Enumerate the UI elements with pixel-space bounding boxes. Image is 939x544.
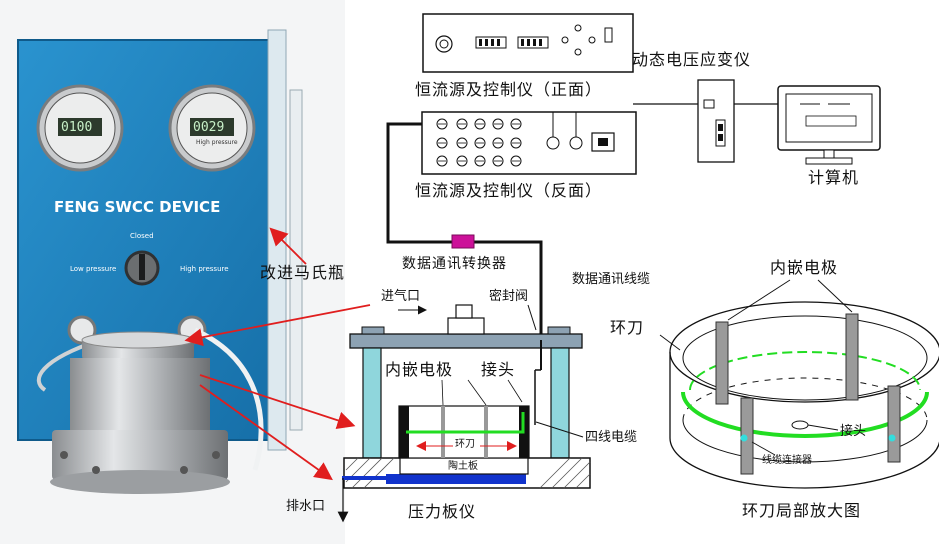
- computer-icon: [777, 85, 881, 165]
- pressure-chamber: [50, 331, 230, 494]
- mariotte-bottle-label: 改进马氏瓶: [260, 263, 346, 282]
- ring-embedded-electrode-label: 内嵌电极: [770, 258, 839, 277]
- computer-label: 计算机: [808, 168, 860, 187]
- cable-connector-label: 线缆连接器: [762, 455, 812, 466]
- four-wire-cable-label: 四线电缆: [585, 430, 638, 445]
- right-pressure-gauge: [168, 84, 256, 172]
- ring-zoom-label: 环刀局部放大图: [742, 501, 862, 520]
- closed-label: Closed: [130, 232, 154, 240]
- ceramic-plate-label: 陶土板: [448, 461, 478, 472]
- embedded-electrode-label: 内嵌电极: [385, 360, 454, 379]
- ring-knife-zoom: [659, 279, 939, 489]
- controller-back-panel: [421, 111, 637, 175]
- air-inlet-label: 进气口: [381, 289, 421, 304]
- data-cable-label: 数据通讯线缆: [572, 272, 651, 287]
- right-gauge-label: High pressure: [196, 139, 238, 146]
- dynamic-strain-instrument: [422, 13, 634, 73]
- left-pressure-gauge: [36, 84, 124, 172]
- callout-arrows: [184, 227, 371, 481]
- selector-knob: [124, 250, 160, 286]
- mariotte-tube: [267, 29, 287, 451]
- converter-label: 数据通讯转换器: [402, 256, 507, 272]
- connector-label: 接头: [481, 360, 516, 379]
- device-brand: FENG SWCC DEVICE: [54, 198, 221, 216]
- instrument-title: 动态电压应变仪: [632, 50, 752, 69]
- right-gauge-value: 0029: [193, 120, 225, 135]
- controller-front-label: 恒流源及控制仪（正面）: [415, 80, 603, 99]
- swcc-device-photo: [0, 0, 345, 544]
- ring-connector-label: 接头: [840, 424, 867, 439]
- seal-valve-label: 密封阀: [489, 289, 529, 304]
- drain-label: 排水口: [286, 499, 326, 514]
- high-pressure-label: High pressure: [180, 265, 229, 273]
- ring-knife-title: 环刀: [610, 318, 645, 337]
- controller-back-label: 恒流源及控制仪（反面）: [415, 181, 603, 200]
- converter-box: [451, 234, 475, 249]
- ring-knife-inner-label: 环刀: [453, 439, 477, 450]
- low-pressure-label: Low pressure: [70, 265, 117, 273]
- pressure-plate-schematic: [337, 304, 591, 523]
- pressure-plate-label: 压力板仪: [408, 502, 477, 521]
- instrument-cable: [633, 79, 790, 163]
- data-cable: [386, 122, 543, 340]
- left-gauge-value: 0100: [61, 120, 93, 135]
